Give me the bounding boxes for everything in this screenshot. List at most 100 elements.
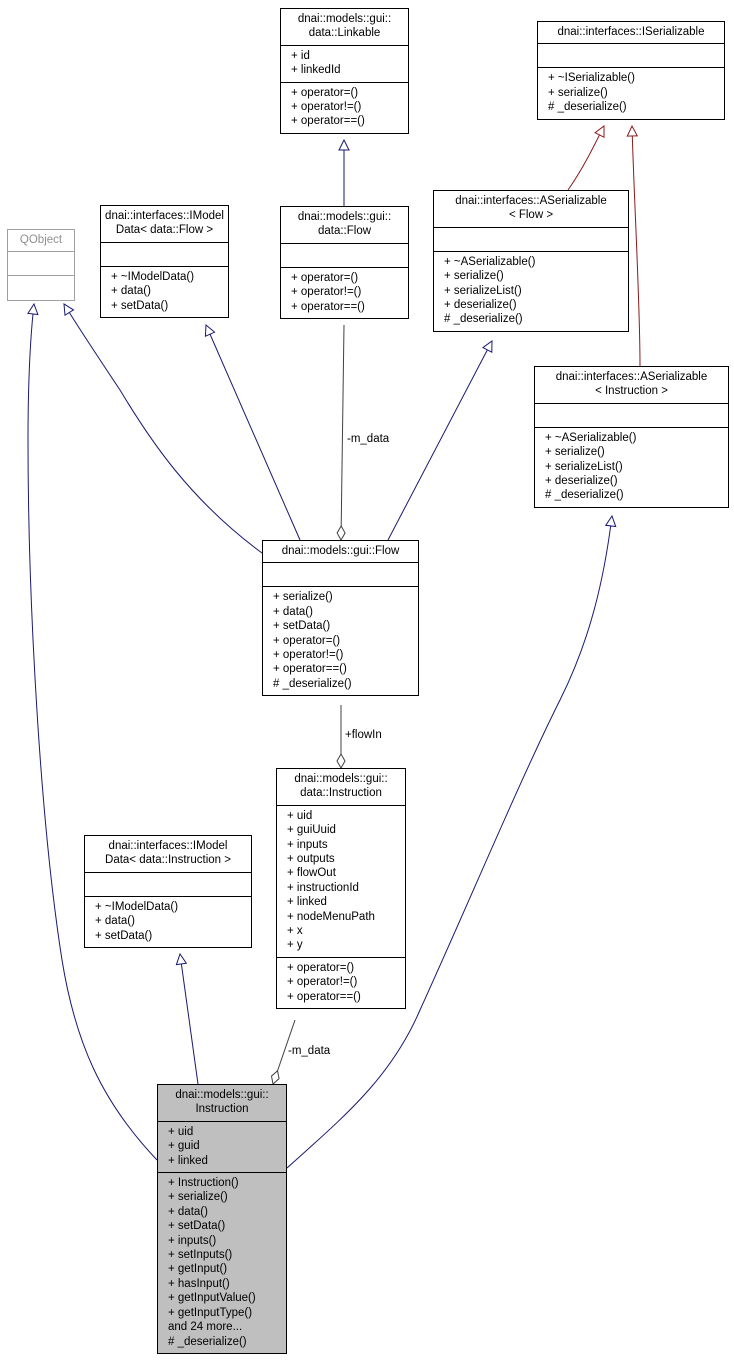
class-method: and 24 more...	[168, 1321, 243, 1334]
class-box-data-instruction[interactable]: dnai::models::gui::data::Instruction+ ui…	[276, 768, 406, 1010]
class-methods-section: + operator=() + operator!=()+ operator==(…	[281, 83, 408, 133]
class-title-line: dnai::interfaces::IModel	[105, 210, 224, 222]
class-method: + operator=()	[273, 634, 341, 647]
class-method: + serialize()	[545, 446, 605, 459]
class-title-section: dnai::models::gui::data::Linkable	[281, 9, 408, 46]
class-title-line: dnai::interfaces::IModel	[108, 840, 228, 852]
edge-label-m-data-flow: -m_data	[347, 433, 390, 445]
class-title-section: dnai::interfaces::ASerializable< Instruc…	[535, 367, 728, 404]
class-box-linkable[interactable]: dnai::models::gui::data::Linkable+ id+ l…	[280, 8, 409, 134]
class-title-line: Data< data::Instruction >	[105, 854, 231, 867]
class-title-section: dnai::models::gui::data::Flow	[281, 207, 408, 244]
class-method: + operator!=()	[291, 101, 362, 114]
class-attribute: + guid	[168, 1140, 200, 1153]
class-method: + setData()	[273, 620, 331, 633]
class-attributes-section	[535, 404, 728, 428]
class-method: + ~ASerializable()	[444, 255, 536, 268]
class-method: + ~IModelData()	[111, 270, 195, 283]
edge-label-flowin: +flowIn	[345, 729, 382, 741]
class-title-line: dnai::interfaces::ASerializable	[555, 371, 708, 383]
class-methods-section: + ~IModelData()+ data()+ setData()	[85, 897, 251, 947]
class-title-section: dnai::models::gui::Flow	[263, 541, 418, 564]
class-method: + deserialize()	[444, 299, 517, 312]
class-attribute: + flowOut	[287, 867, 336, 880]
class-attribute: + outputs	[287, 853, 335, 866]
class-attributes-section	[101, 243, 228, 267]
class-box-data-flow[interactable]: dnai::models::gui::data::Flow+ operator=…	[280, 206, 409, 320]
class-title-line: dnai::interfaces::ASerializable	[455, 195, 607, 207]
class-title-line: dnai::interfaces::ISerializable	[557, 26, 705, 38]
class-attributes-section: + uid+ guid+ linked	[158, 1122, 286, 1174]
class-methods-section: + serialize()+ data()+ setData()+ operat…	[263, 587, 418, 695]
class-method: + serializeList()	[545, 460, 623, 473]
class-method: + hasInput()	[168, 1277, 230, 1290]
class-methods-section	[8, 276, 74, 300]
class-methods-section: + ~ASerializable() + serialize()+ seriali…	[535, 428, 728, 507]
class-method: + serialize()	[548, 86, 608, 99]
class-title-line: dnai::models::gui::	[294, 773, 388, 785]
class-method: + operator=()	[291, 86, 359, 99]
class-method: + operator!=()	[291, 286, 362, 299]
class-title-section: dnai::models::gui::Instruction	[158, 1085, 286, 1122]
class-method: # _deserialize()	[273, 677, 352, 690]
class-title-line: Instruction	[195, 1103, 249, 1116]
class-method: + operator!=()	[273, 649, 344, 662]
class-box-iserializable[interactable]: dnai::interfaces::ISerializable+ ~ISeria…	[537, 21, 725, 120]
class-method: + Instruction()	[168, 1177, 239, 1190]
class-method: + operator==()	[273, 663, 347, 676]
class-method: # _deserialize()	[444, 313, 523, 326]
class-method: + serialize()	[168, 1191, 228, 1204]
class-attribute: + linked	[287, 896, 327, 909]
class-box-gui-instruction[interactable]: dnai::models::gui::Instruction+ uid+ gui…	[157, 1084, 287, 1354]
class-attribute: + linked	[168, 1154, 208, 1167]
class-attributes-section	[538, 44, 724, 69]
class-method: + setData()	[111, 299, 169, 312]
class-method: + serializeList()	[444, 284, 522, 297]
class-method: + ~ASerializable()	[545, 431, 637, 444]
class-attribute: + id	[291, 49, 310, 62]
class-method: + getInputType()	[168, 1306, 253, 1319]
class-method: + operator=()	[291, 271, 359, 284]
class-title-line: < Instruction >	[595, 385, 668, 398]
class-methods-section: + operator=() + operator!=()+ operator==(…	[281, 268, 408, 318]
class-method: + ~IModelData()	[95, 900, 179, 913]
class-method: + setInputs()	[168, 1249, 233, 1262]
class-method: + operator==()	[287, 990, 361, 1003]
class-method: # _deserialize()	[168, 1335, 247, 1348]
class-title-section: dnai::interfaces::ISerializable	[538, 22, 724, 45]
edge-guiinstruction-to-imodeldata-instruction	[180, 954, 199, 1085]
class-attribute: + x	[287, 925, 303, 938]
class-attribute: + linkedId	[291, 64, 341, 77]
class-method: + operator==()	[291, 300, 365, 313]
class-box-qobject[interactable]: QObject	[7, 229, 75, 302]
class-attributes-section: + uid+ guiUuid+ inputs+ outputs+ flowOut…	[277, 806, 405, 958]
class-title-line: dnai::models::gui::	[175, 1089, 269, 1101]
class-title-line: QObject	[19, 234, 63, 246]
class-method: + ~ISerializable()	[548, 72, 635, 85]
class-method: + getInput()	[168, 1263, 228, 1276]
class-methods-section: + operator=()+ operator!=()+ operator==(…	[277, 958, 405, 1008]
class-title-line: dnai::models::gui::Flow	[281, 545, 400, 557]
class-method: + serialize()	[444, 270, 504, 283]
class-method: + data()	[95, 915, 135, 928]
class-attributes-section	[263, 563, 418, 588]
class-method: + operator==()	[291, 115, 365, 128]
edge-guiinstruction-to-qobject	[28, 304, 158, 1161]
class-title-section: QObject	[8, 230, 74, 253]
class-attribute: + y	[287, 939, 303, 952]
class-box-gui-flow[interactable]: dnai::models::gui::Flow+ serialize()+ da…	[262, 540, 419, 697]
class-method: + data()	[111, 285, 151, 298]
class-box-aserializable-instruction[interactable]: dnai::interfaces::ASerializable< Instruc…	[534, 366, 729, 508]
class-attributes-section	[85, 873, 251, 897]
class-method: + setData()	[168, 1220, 226, 1233]
class-method: + operator=()	[287, 961, 355, 974]
class-box-aserializable-flow[interactable]: dnai::interfaces::ASerializable< Flow >+…	[433, 190, 629, 332]
edge-guiflow-to-qobject	[64, 304, 263, 554]
class-method: + inputs()	[168, 1234, 217, 1247]
class-method: + serialize()	[273, 591, 333, 604]
class-method: + data()	[168, 1205, 208, 1218]
